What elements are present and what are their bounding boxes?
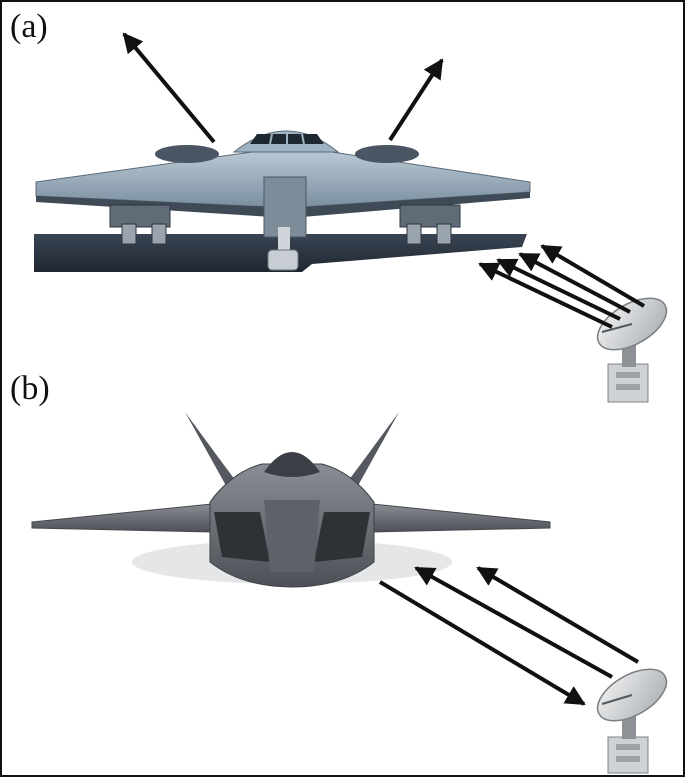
deflected-arrow-left [124,34,214,142]
deflected-arrow-right [390,60,442,140]
panel-a-label: (a) [10,10,48,44]
panel-a [34,34,675,402]
fighter-aircraft-icon [32,412,550,587]
radar-beam-arrows-b [380,568,638,704]
panel-b-label: (b) [10,372,50,406]
bomber-aircraft-icon [34,131,530,272]
radar-dish-icon [589,288,675,402]
panel-b [32,412,675,773]
radar-dish-icon [589,659,675,773]
